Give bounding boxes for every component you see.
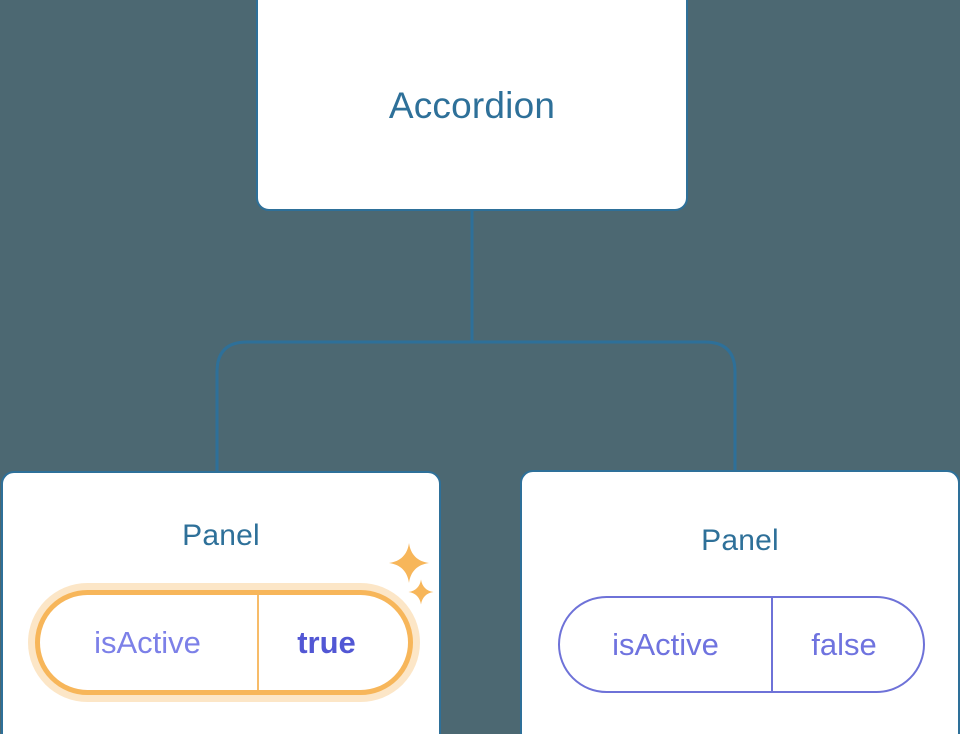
prop-value: true bbox=[297, 624, 356, 660]
prop-value: false bbox=[811, 626, 877, 662]
node-accordion[interactable]: Accordion bbox=[256, 0, 688, 211]
prop-pill-isactive-true[interactable]: isActive true bbox=[35, 590, 413, 695]
prop-key: isActive bbox=[560, 598, 773, 691]
node-panel-inactive[interactable]: Panel isActive false bbox=[520, 470, 960, 734]
connector-branch-right bbox=[472, 340, 737, 474]
sparkle-icon bbox=[408, 579, 434, 605]
node-panel-active[interactable]: Panel isActive true bbox=[1, 471, 441, 734]
prop-pill-isactive-false[interactable]: isActive false bbox=[558, 596, 925, 693]
node-panel-active-title: Panel bbox=[182, 519, 260, 552]
prop-key: isActive bbox=[40, 595, 259, 690]
connector-branch-left bbox=[215, 340, 472, 474]
node-accordion-title: Accordion bbox=[388, 85, 556, 126]
node-panel-inactive-title: Panel bbox=[701, 524, 779, 557]
